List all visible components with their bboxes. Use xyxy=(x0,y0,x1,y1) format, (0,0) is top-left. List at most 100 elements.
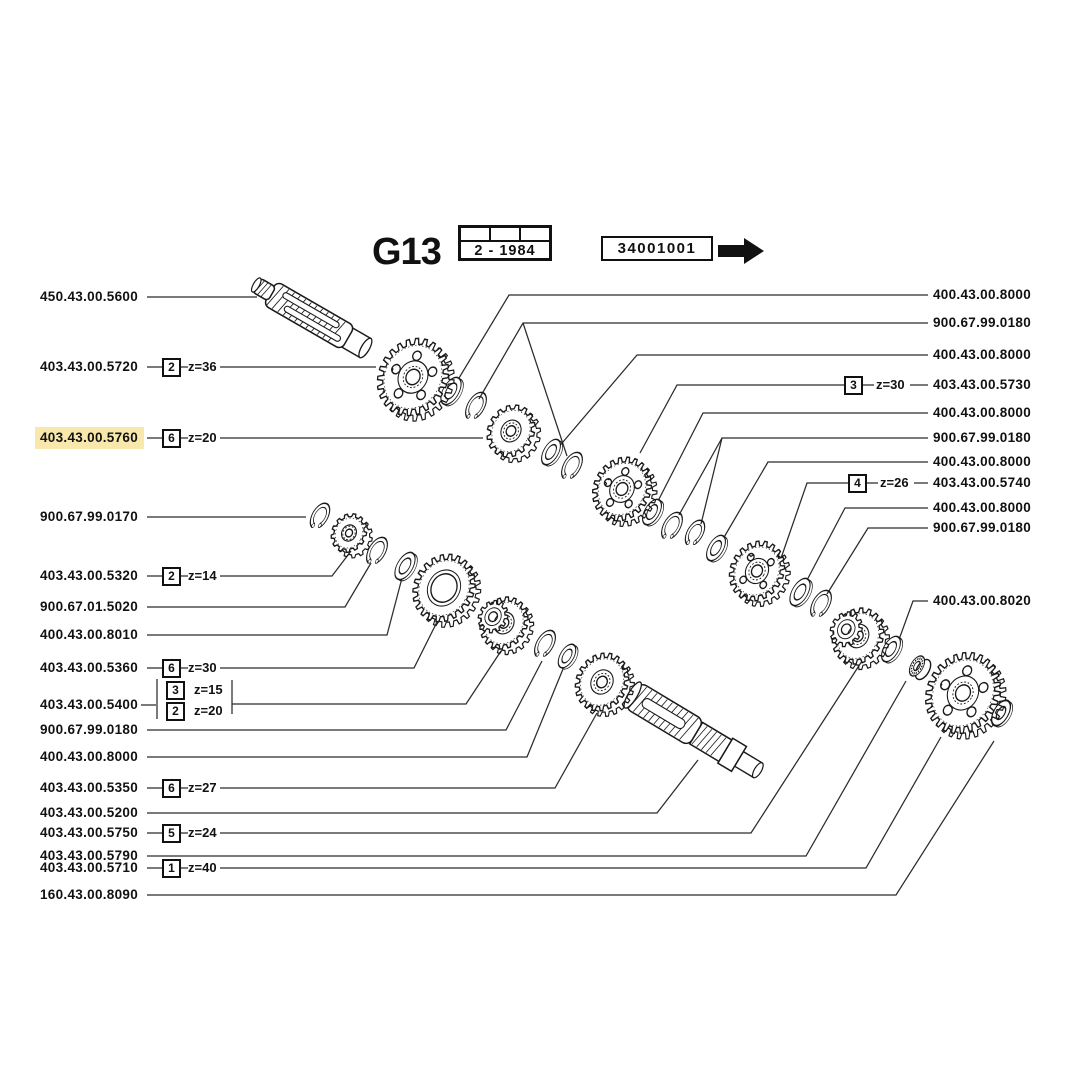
qty-box: 3 xyxy=(166,681,185,700)
leader-line xyxy=(220,712,598,789)
teeth-count: z=30 xyxy=(188,660,217,675)
part-number[interactable]: 400.43.00.8000 xyxy=(933,347,1032,362)
part-number[interactable]: 900.67.99.0180 xyxy=(933,520,1032,535)
part-number[interactable]: 900.67.99.0180 xyxy=(40,722,139,737)
washer-8000 xyxy=(440,376,464,407)
teeth-count: z=20 xyxy=(194,703,223,718)
washer-8010 xyxy=(394,551,418,582)
circlip-0180 xyxy=(684,519,706,545)
washer-8000 xyxy=(557,643,579,670)
part-number[interactable]: 900.67.01.5020 xyxy=(40,599,139,614)
part-number[interactable]: 403.43.00.5320 xyxy=(40,568,139,583)
washer-8000 xyxy=(541,438,564,467)
leader-line xyxy=(147,740,995,896)
part-number[interactable]: 400.43.00.8010 xyxy=(40,627,139,642)
leader-line xyxy=(147,577,403,636)
part-number[interactable]: 400.43.00.8000 xyxy=(933,287,1032,302)
issue-table: 2 - 1984 xyxy=(458,225,552,261)
qty-box: 2 xyxy=(162,358,181,377)
leader-line xyxy=(220,660,863,834)
issue-table-cells xyxy=(461,228,549,242)
qty-box: 3 xyxy=(844,376,863,395)
teeth-count: z=15 xyxy=(194,682,223,697)
part-number[interactable]: 403.43.00.5750 xyxy=(40,825,139,840)
qty-box: 6 xyxy=(162,659,181,678)
gear-z30-5730 xyxy=(591,456,658,528)
part-number[interactable]: 400.43.00.8000 xyxy=(933,454,1032,469)
teeth-count: z=14 xyxy=(188,568,217,583)
part-number[interactable]: 400.43.00.8020 xyxy=(933,593,1032,608)
circlip-0180 xyxy=(534,629,556,657)
part-number[interactable]: 900.67.99.0170 xyxy=(40,509,139,524)
arrow-right-icon xyxy=(718,238,764,264)
gear-z24-5750 xyxy=(829,607,891,671)
input-shaft-5600 xyxy=(250,277,373,359)
output-shaft-5200 xyxy=(623,681,764,779)
leader-line xyxy=(700,437,723,525)
issue-table-cell xyxy=(491,228,521,240)
leader-line xyxy=(232,650,502,705)
leader-line xyxy=(639,384,844,454)
leader-line xyxy=(147,660,543,731)
gear-z26-5740 xyxy=(728,540,791,608)
issue-table-cell xyxy=(521,228,549,240)
part-number[interactable]: 400.43.00.8000 xyxy=(40,749,139,764)
qty-box: 6 xyxy=(162,429,181,448)
qty-box: 4 xyxy=(848,474,867,493)
leader-line xyxy=(220,550,352,577)
part-number[interactable]: 403.43.00.5760 xyxy=(35,427,145,449)
issue-date: 2 - 1984 xyxy=(474,243,536,259)
part-number[interactable]: 403.43.00.5740 xyxy=(933,475,1032,490)
part-number[interactable]: 450.43.00.5600 xyxy=(40,289,139,304)
teeth-count: z=24 xyxy=(188,825,217,840)
part-number[interactable]: 160.43.00.8090 xyxy=(40,887,139,902)
leader-line xyxy=(556,354,928,450)
circlip-0180 xyxy=(561,451,583,479)
washer-8000 xyxy=(789,577,813,608)
leader-line xyxy=(147,759,699,814)
circlip-0180 xyxy=(810,589,832,617)
leader-line xyxy=(455,294,928,384)
qty-box: 2 xyxy=(166,702,185,721)
part-number[interactable]: 900.67.99.0180 xyxy=(933,430,1032,445)
leader-line xyxy=(896,600,928,646)
part-number[interactable]: 403.43.00.5730 xyxy=(933,377,1032,392)
part-number[interactable]: 400.43.00.8000 xyxy=(933,405,1032,420)
circlip-0180 xyxy=(661,511,683,539)
part-number[interactable]: 900.67.99.0180 xyxy=(933,315,1032,330)
leader-line xyxy=(826,527,928,595)
leader-line xyxy=(722,461,928,540)
catalog-ref: 34001001 xyxy=(601,236,713,261)
qty-box: 2 xyxy=(162,567,181,586)
leader-line xyxy=(147,668,564,758)
part-number[interactable]: 403.43.00.5400 xyxy=(40,697,139,712)
washer-8000 xyxy=(706,534,729,563)
qty-box: 6 xyxy=(162,779,181,798)
circlip-0170 xyxy=(309,502,331,528)
teeth-count: z=20 xyxy=(188,430,217,445)
ring-8090 xyxy=(990,699,1014,728)
part-number[interactable]: 403.43.00.5710 xyxy=(40,860,139,875)
leader-line xyxy=(147,680,907,857)
part-number[interactable]: 403.43.00.5790 xyxy=(40,848,139,863)
part-number[interactable]: 403.43.00.5720 xyxy=(40,359,139,374)
leader-line xyxy=(805,507,928,583)
gear-z30-5360 xyxy=(412,553,482,628)
qty-box: 1 xyxy=(162,859,181,878)
teeth-count: z=40 xyxy=(188,860,217,875)
part-number[interactable]: 403.43.00.5360 xyxy=(40,660,139,675)
teeth-count: z=26 xyxy=(880,475,909,490)
part-number[interactable]: 400.43.00.8000 xyxy=(933,500,1032,515)
leader-line xyxy=(656,412,928,504)
leader-line xyxy=(522,322,568,457)
part-number[interactable]: 403.43.00.5350 xyxy=(40,780,139,795)
part-number[interactable]: 403.43.00.5200 xyxy=(40,805,139,820)
qty-box: 5 xyxy=(162,824,181,843)
gear-z36-5720 xyxy=(376,337,455,422)
gear-z40-5710 xyxy=(924,651,1007,740)
teeth-count: z=36 xyxy=(188,359,217,374)
leader-line xyxy=(778,482,848,565)
teeth-count: z=30 xyxy=(876,377,905,392)
